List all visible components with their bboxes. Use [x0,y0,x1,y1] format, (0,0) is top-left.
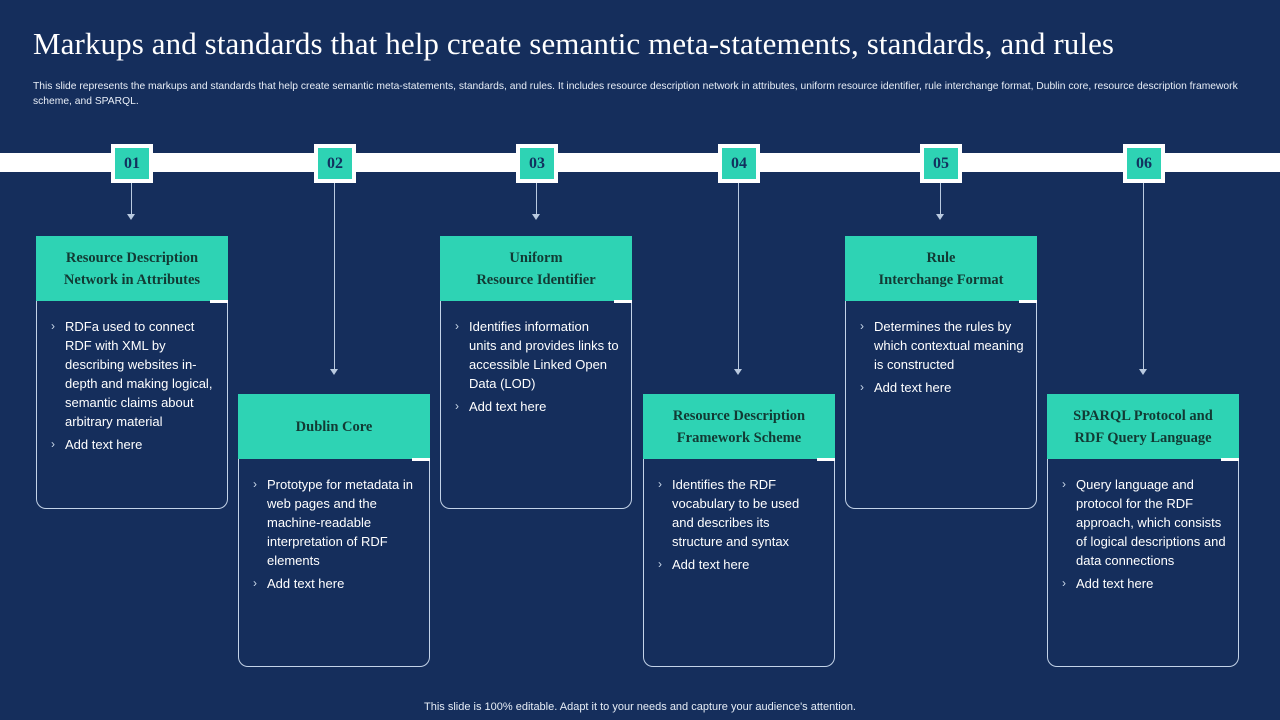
chevron-right-icon: › [860,319,864,333]
card-header: Uniform Resource Identifier [440,236,632,301]
timeline-marker-03[interactable]: 03 [516,144,558,183]
card-uri[interactable]: Uniform Resource Identifier › Identifies… [440,236,632,509]
connector-arrow-05 [936,214,944,220]
list-item: › Identifies information units and provi… [455,317,619,393]
card-header: SPARQL Protocol and RDF Query Language [1047,394,1239,459]
list-item: › Determines the rules by which contextu… [860,317,1024,374]
card-tick-mark [1221,458,1239,461]
list-item-text: Add text here [469,399,547,414]
timeline-marker-05[interactable]: 05 [920,144,962,183]
card-dublin-core[interactable]: Dublin Core › Prototype for metadata in … [238,394,430,667]
list-item: › Query language and protocol for the RD… [1062,475,1226,570]
marker-label: 04 [731,154,747,172]
timeline-marker-01[interactable]: 01 [111,144,153,183]
chevron-right-icon: › [1062,477,1066,491]
connector-arrow-04 [734,369,742,375]
list-item: › Prototype for metadata in web pages an… [253,475,417,570]
marker-label: 05 [933,154,949,172]
card-header: Rule Interchange Format [845,236,1037,301]
card-header: Resource Description Framework Scheme [643,394,835,459]
list-item-text: Identifies the RDF vocabulary to be used… [672,477,800,549]
list-item: › Add text here [455,397,619,416]
connector-arrow-06 [1139,369,1147,375]
list-item-text: Query language and protocol for the RDF … [1076,477,1226,568]
card-body: › Identifies information units and provi… [440,300,632,509]
page-subtitle: This slide represents the markups and st… [33,81,1238,107]
card-title-line2: Interchange Format [878,271,1004,288]
card-title-line2: Framework Scheme [676,429,802,446]
marker-label: 03 [529,154,545,172]
card-title-line2: RDF Query Language [1074,429,1212,446]
marker-label: 01 [124,154,140,172]
timeline-marker-04[interactable]: 04 [718,144,760,183]
card-title-line1: Uniform [509,249,563,266]
connector-arrow-01 [127,214,135,220]
card-body: › RDFa used to connect RDF with XML by d… [36,300,228,509]
chevron-right-icon: › [51,437,55,451]
list-item: › RDFa used to connect RDF with XML by d… [51,317,215,431]
card-body: › Determines the rules by which contextu… [845,300,1037,509]
card-tick-mark [210,300,228,303]
chevron-right-icon: › [860,380,864,394]
connector-line-05 [940,183,941,216]
list-item: › Add text here [253,574,417,593]
card-body: › Identifies the RDF vocabulary to be us… [643,458,835,667]
chevron-right-icon: › [1062,576,1066,590]
connector-line-04 [738,183,739,371]
chevron-right-icon: › [253,477,257,491]
card-header: Dublin Core [238,394,430,459]
card-title-line1: SPARQL Protocol and [1073,407,1213,424]
chevron-right-icon: › [658,477,662,491]
chevron-right-icon: › [455,319,459,333]
chevron-right-icon: › [253,576,257,590]
timeline-bar [0,153,1280,172]
connector-line-01 [131,183,132,216]
connector-arrow-03 [532,214,540,220]
timeline-marker-06[interactable]: 06 [1123,144,1165,183]
chevron-right-icon: › [51,319,55,333]
card-tick-mark [412,458,430,461]
card-sparql[interactable]: SPARQL Protocol and RDF Query Language ›… [1047,394,1239,667]
list-item: › Identifies the RDF vocabulary to be us… [658,475,822,551]
card-rif[interactable]: Rule Interchange Format › Determines the… [845,236,1037,509]
card-title-line1: Rule [926,249,956,266]
list-item-text: Add text here [267,576,345,591]
list-item-text: Add text here [65,437,143,452]
list-item: › Add text here [658,555,822,574]
list-item-text: RDFa used to connect RDF with XML by des… [65,319,213,429]
connector-line-02 [334,183,335,371]
card-tick-mark [817,458,835,461]
page-title: Markups and standards that help create s… [33,26,1115,61]
list-item-text: Add text here [1076,576,1154,591]
card-tick-mark [1019,300,1037,303]
list-item-text: Prototype for metadata in web pages and … [267,477,413,568]
footer-note: This slide is 100% editable. Adapt it to… [424,701,856,713]
connector-line-06 [1143,183,1144,371]
card-title-line1: Resource Description [672,407,806,424]
card-body: › Prototype for metadata in web pages an… [238,458,430,667]
connector-line-03 [536,183,537,216]
marker-label: 06 [1136,154,1152,172]
list-item: › Add text here [51,435,215,454]
chevron-right-icon: › [658,557,662,571]
list-item: › Add text here [1062,574,1226,593]
card-title-line2: Resource Identifier [476,271,596,288]
card-title-line2: Network in Attributes [63,271,201,288]
list-item: › Add text here [860,378,1024,397]
connector-arrow-02 [330,369,338,375]
list-item-text: Determines the rules by which contextual… [874,319,1024,372]
card-body: › Query language and protocol for the RD… [1047,458,1239,667]
timeline-marker-02[interactable]: 02 [314,144,356,183]
chevron-right-icon: › [455,399,459,413]
card-tick-mark [614,300,632,303]
list-item-text: Identifies information units and provide… [469,319,619,391]
card-title-line1: Dublin Core [295,418,373,435]
list-item-text: Add text here [672,557,750,572]
list-item-text: Add text here [874,380,952,395]
card-rdfa[interactable]: Resource Description Network in Attribut… [36,236,228,509]
card-header: Resource Description Network in Attribut… [36,236,228,301]
card-title-line1: Resource Description [65,249,199,266]
marker-label: 02 [327,154,343,172]
card-rdfs[interactable]: Resource Description Framework Scheme › … [643,394,835,667]
